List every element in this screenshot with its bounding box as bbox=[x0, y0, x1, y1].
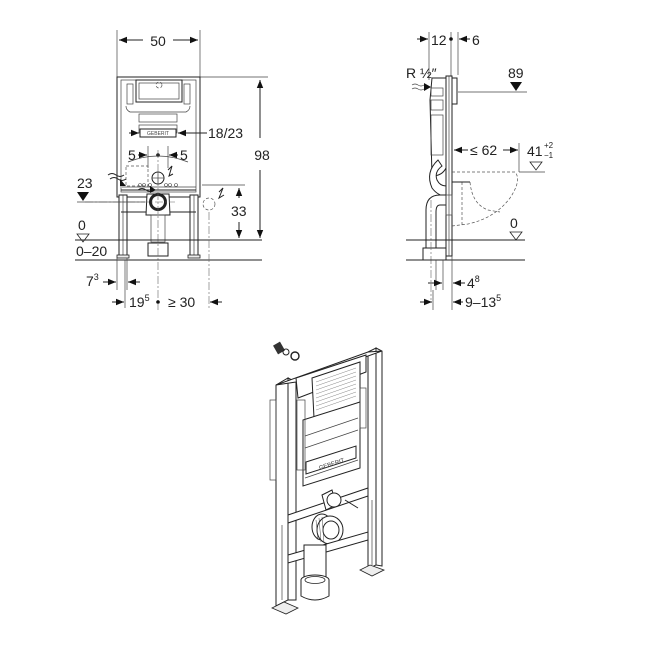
bowl-projection-label: ≤ 62 bbox=[470, 142, 497, 158]
floor-marker-icon bbox=[76, 233, 90, 243]
depth-label-a: 12 bbox=[431, 32, 447, 48]
floor-range-label: 0–20 bbox=[76, 243, 107, 259]
side-floor-level-label: 0 bbox=[510, 215, 518, 231]
seat-height-tolerance-minus: −1 bbox=[544, 151, 554, 160]
front-view: 50 98 GEBERIT 18/23 5 bbox=[75, 30, 270, 310]
water-inlet-height-label: 23 bbox=[77, 175, 93, 191]
seat-height-tolerance-plus: +2 bbox=[544, 141, 554, 150]
seat-height-label: 41 bbox=[527, 143, 543, 159]
perspective-view: GEBERIT bbox=[269, 341, 386, 615]
side-view: 12 6 R ½″ 89 ≤ 62 41 +2 −1 bbox=[406, 32, 554, 310]
width-label: 50 bbox=[150, 33, 166, 49]
inlet-fitting-icon bbox=[273, 341, 300, 361]
left-spacing-label: 5 bbox=[128, 147, 136, 163]
thread-label: R ½″ bbox=[406, 65, 437, 81]
level-marker-icon bbox=[510, 82, 522, 91]
level-marker-icon bbox=[77, 192, 89, 201]
electrical-distance-label: ≥ 30 bbox=[168, 294, 195, 310]
floor-level-label: 0 bbox=[78, 217, 86, 233]
depth-label-b: 6 bbox=[472, 32, 480, 48]
height-label: 98 bbox=[254, 147, 270, 163]
frame-depth-label: 48 bbox=[467, 274, 480, 291]
center-offset-label: 195 bbox=[129, 293, 150, 310]
foot-offset-label: 73 bbox=[86, 272, 99, 289]
electrical-height-label: 33 bbox=[231, 203, 247, 219]
actuator-height-label: 89 bbox=[508, 65, 524, 81]
wall-distance-label: 9–135 bbox=[465, 293, 501, 310]
floor-marker-icon bbox=[509, 231, 523, 241]
right-spacing-label: 5 bbox=[180, 147, 188, 163]
water-inlet-icon bbox=[107, 173, 125, 177]
actuator-label: 18/23 bbox=[208, 125, 243, 141]
seat-level-marker-icon bbox=[529, 161, 543, 171]
brand-plate-front: GEBERIT bbox=[147, 131, 169, 137]
